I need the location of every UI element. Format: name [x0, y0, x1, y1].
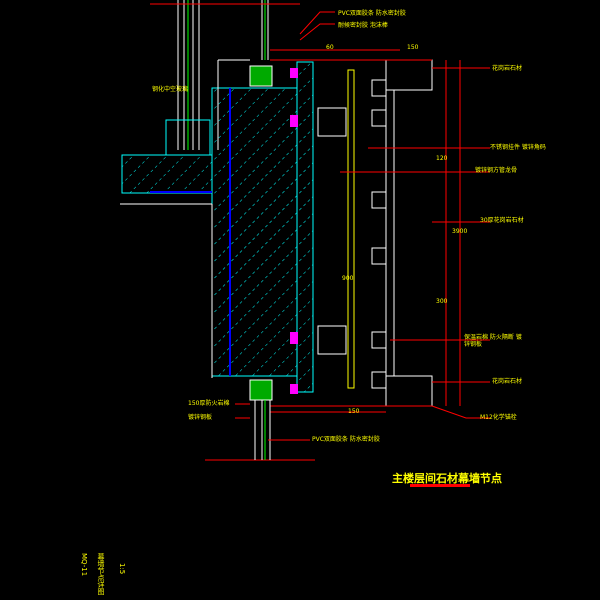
dim-6: 900	[342, 275, 354, 282]
steel-tube	[347, 69, 355, 389]
title-underline	[410, 484, 470, 487]
sheet-code: 幕墙节点详图	[97, 553, 105, 595]
label-top1: PVC双面胶条 防水密封胶	[338, 10, 406, 17]
label-bottom1: 150厚防火岩棉	[188, 400, 230, 407]
label-top2: 耐候密封胶 泡沫棒	[338, 22, 388, 29]
stone-panel	[385, 89, 395, 377]
label-bottom3: PVC双面胶条 防水密封胶	[312, 436, 380, 443]
label-right3: 镀锌钢方管龙骨	[475, 167, 518, 174]
label-right5: 保温岩棉 防火隔断 镀锌钢板	[464, 334, 522, 348]
drawing-title: 主楼层间石材幕墙节点	[392, 472, 502, 485]
sheet-num: MQ-11	[80, 553, 88, 577]
dim-4: 300	[436, 298, 448, 305]
label-right6: 花岗岩石材	[492, 378, 523, 385]
label-right1: 花岗岩石材	[492, 65, 523, 72]
dim-5: 3900	[452, 228, 468, 235]
sheet-scale: 1:5	[118, 563, 126, 575]
brackets	[317, 79, 387, 389]
stone-bottom	[385, 375, 433, 407]
glass-frames	[249, 65, 273, 401]
label-right4: 30厚花岗岩石材	[480, 217, 524, 224]
label-right2: 不锈钢挂件 镀锌角码	[490, 144, 546, 151]
stone-top	[385, 59, 433, 91]
concrete-beam	[211, 87, 298, 377]
glass-mullion-top	[177, 0, 269, 150]
slab-hatch	[122, 155, 212, 193]
insulation	[296, 61, 314, 393]
dim-1: 60	[326, 44, 334, 51]
label-right7: M12化学锚栓	[480, 414, 517, 421]
label-bottom2: 镀锌钢板	[188, 414, 213, 421]
label-left1: 钢化中空玻璃	[152, 86, 189, 93]
anchors	[290, 68, 298, 394]
dim-2: 150	[407, 44, 419, 51]
dim-3: 120	[436, 155, 448, 162]
dim-7: 150	[348, 408, 360, 415]
